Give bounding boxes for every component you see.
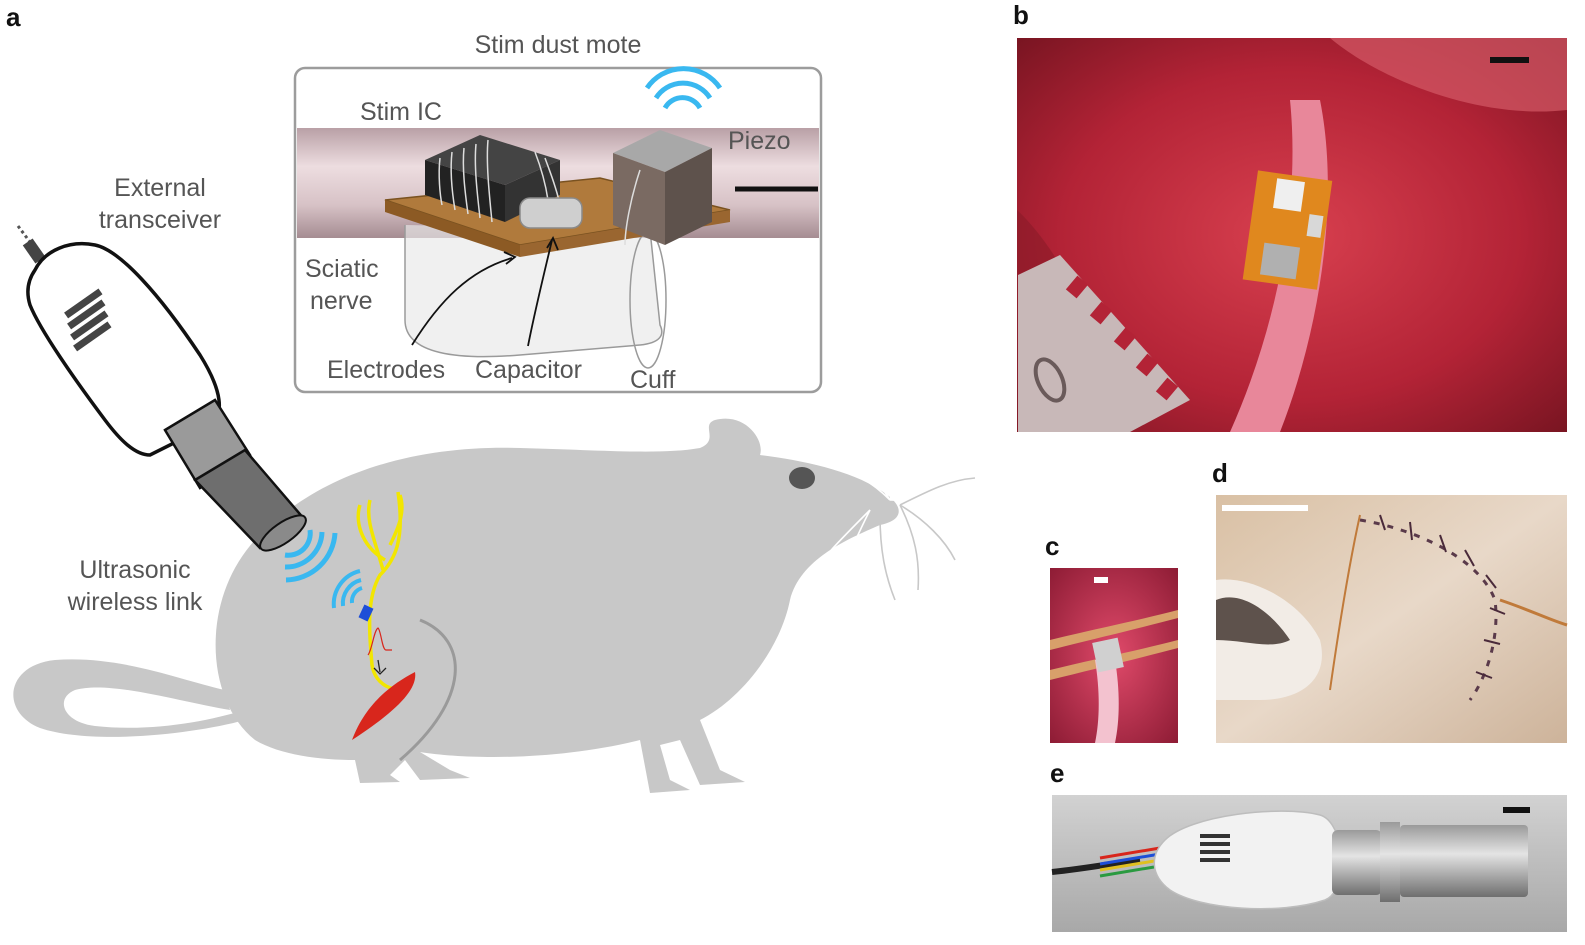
photo-d [1216,495,1568,743]
label-sciatic: Sciatic [305,255,379,283]
label-transceiver: transceiver [99,206,221,234]
action-potential-icon [367,627,392,656]
label-ultrasonic: Ultrasonic [79,556,190,584]
arrow-down-icon [373,659,387,675]
external-transceiver-device [16,225,307,552]
transceiver-wave-icon [284,529,338,583]
label-capacitor: Capacitor [475,356,582,384]
photo-c [1050,568,1178,743]
label-nerve: nerve [310,287,373,315]
panel-label-a: a [6,2,21,32]
panel-label-e: e [1050,758,1064,788]
label-stim-ic: Stim IC [360,98,442,126]
muscle [352,672,416,740]
panel-label-d: d [1212,458,1228,488]
inset-title: Stim dust mote [475,31,642,59]
label-cuff: Cuff [630,366,675,394]
implant-mote [358,604,374,622]
inset-panel [293,66,823,394]
label-piezo: Piezo [728,127,791,155]
label-wireless-link: wireless link [67,588,203,616]
photo-b [1017,38,1567,432]
label-external: External [114,174,206,202]
panel-label-b: b [1013,0,1029,30]
photo-e [1051,795,1567,932]
panel-label-c: c [1045,531,1059,561]
implant-wave-icon [331,569,363,609]
label-electrodes: Electrodes [327,356,445,384]
